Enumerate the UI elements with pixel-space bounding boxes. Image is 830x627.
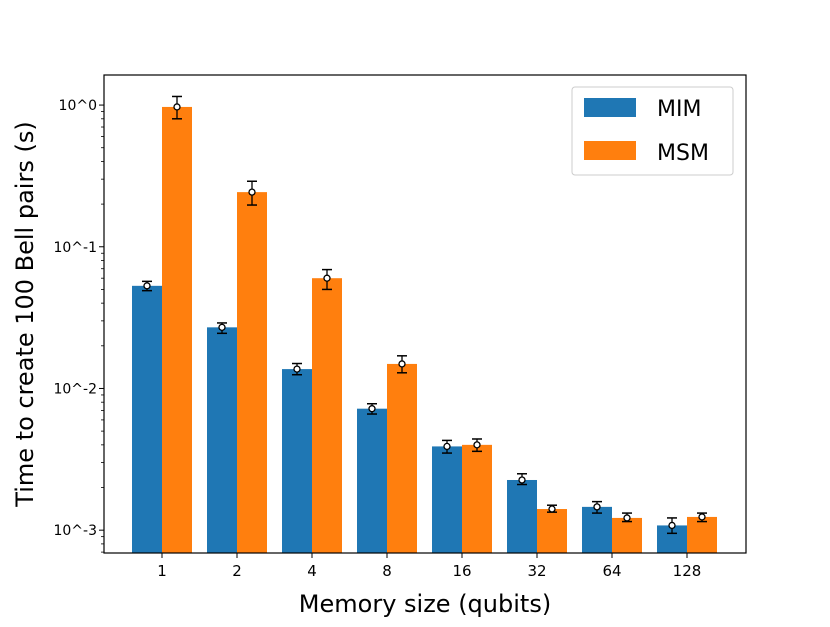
error-bars-layer [142, 95, 707, 535]
legend-label-mim: MIM [657, 97, 701, 122]
legend-swatch-mim [584, 98, 636, 117]
data-point [143, 282, 151, 290]
y-tick-label: 10^-2 [53, 381, 97, 397]
data-point [248, 188, 256, 196]
data-point [398, 360, 406, 368]
data-point [698, 513, 706, 521]
x-tick-label: 2 [232, 562, 242, 580]
bar-mim-8 [357, 408, 387, 553]
data-point [173, 103, 181, 111]
x-tick-label: 4 [307, 562, 317, 580]
bar-msm-16 [462, 444, 492, 553]
y-tick-label: 10^0 [59, 98, 97, 114]
bar-msm-32 [537, 509, 567, 553]
x-tick-label: 64 [602, 562, 621, 580]
bar-mim-1 [132, 285, 162, 553]
x-tick-label: 16 [452, 562, 471, 580]
x-tick-label: 1 [157, 562, 167, 580]
x-tick-label: 32 [527, 562, 546, 580]
y-tick-label: 10^-3 [53, 523, 97, 539]
data-point [443, 442, 451, 451]
data-point [323, 274, 331, 282]
data-point [473, 441, 481, 449]
bar-msm-4 [312, 278, 342, 553]
bar-msm-128 [687, 516, 717, 553]
x-axis: 1 2 4 8 16 32 64 128 [157, 553, 701, 580]
x-axis-label: Memory size (qubits) [299, 590, 551, 618]
x-tick-label: 8 [382, 562, 392, 580]
data-point [293, 365, 301, 373]
y-tick-label: 10^-1 [53, 240, 97, 256]
data-point [593, 503, 601, 511]
bar-mim-4 [282, 369, 312, 553]
data-point [668, 521, 676, 530]
bar-mim-32 [507, 479, 537, 553]
bar-mim-64 [582, 506, 612, 553]
legend: MIM MSM [571, 86, 734, 176]
bar-msm-8 [387, 363, 417, 553]
data-point [623, 514, 631, 522]
y-axis-label: Time to create 100 Bell pairs (s) [11, 121, 39, 507]
bar-msm-64 [612, 517, 642, 553]
bars-layer [132, 106, 717, 554]
data-point [368, 405, 376, 413]
data-point [548, 505, 556, 513]
bar-msm-1 [162, 106, 192, 554]
x-tick-label: 128 [673, 562, 702, 580]
plot-frame [103, 74, 747, 554]
legend-label-msm: MSM [657, 141, 709, 166]
bar-mim-16 [432, 446, 462, 553]
data-point [218, 323, 226, 331]
data-point [518, 476, 526, 484]
bar-mim-2 [207, 327, 237, 553]
bar-msm-2 [237, 192, 267, 553]
legend-swatch-msm [584, 141, 636, 160]
y-axis: 10^0 10^-1 10^-2 10^-3 [53, 98, 104, 553]
